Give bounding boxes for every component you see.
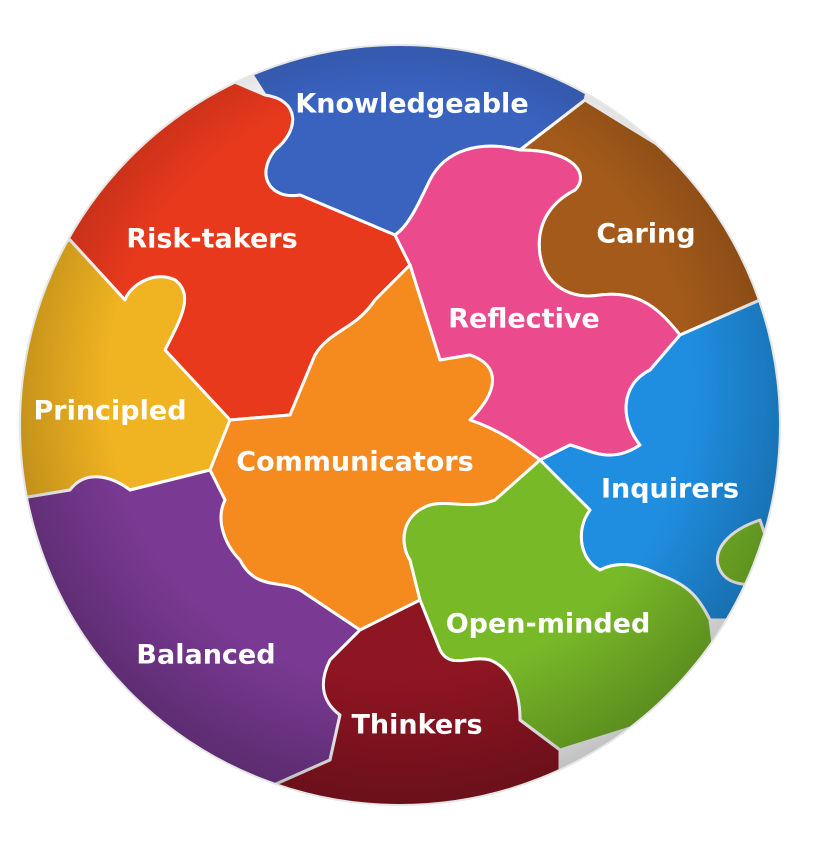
label-caring: Caring (596, 219, 695, 250)
label-knowledgeable: Knowledgeable (295, 89, 528, 120)
shading-overlay (20, 45, 780, 805)
label-principled: Principled (33, 396, 186, 427)
label-open-minded: Open-minded (446, 609, 651, 640)
label-communicators: Communicators (236, 447, 473, 478)
label-reflective: Reflective (448, 304, 600, 335)
label-inquirers: Inquirers (601, 474, 739, 505)
label-thinkers: Thinkers (351, 710, 482, 741)
circle-rim (19, 44, 781, 806)
label-risk-takers: Risk-takers (126, 224, 297, 255)
label-balanced: Balanced (136, 640, 275, 671)
